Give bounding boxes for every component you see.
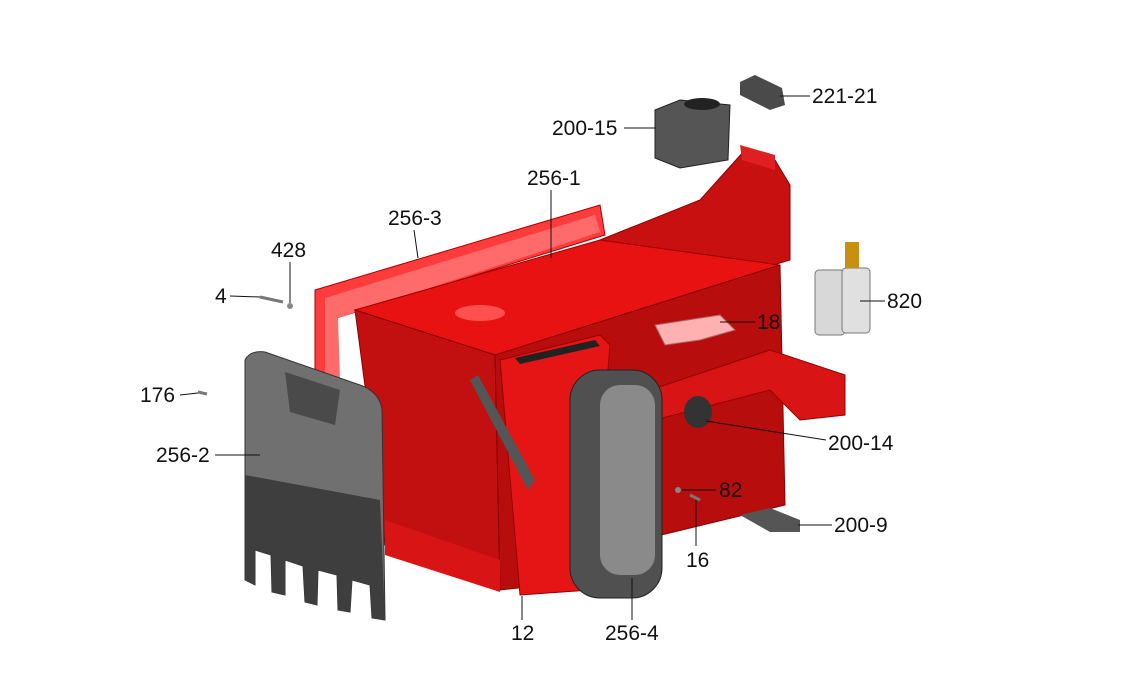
part-upper-bracket-plate [740, 145, 775, 170]
part-176-screw [197, 390, 208, 396]
label-428: 428 [271, 239, 307, 262]
label-256-3: 256-3 [388, 207, 442, 230]
label-82: 82 [719, 479, 743, 502]
part-820-knob [845, 242, 859, 268]
box-cup [684, 98, 720, 110]
part-82-washer [675, 487, 681, 493]
part-428-washer [287, 303, 293, 309]
label-256-2: 256-2 [156, 444, 210, 467]
label-256-4: 256-4 [605, 622, 659, 645]
part-16-bolt [689, 493, 701, 502]
part-200-9-plate [740, 508, 800, 532]
label-200-14: 200-14 [828, 432, 894, 455]
label-18: 18 [757, 311, 781, 334]
cover-lower-dark [245, 475, 385, 620]
label-200-9: 200-9 [834, 514, 888, 537]
part-200-15-box [654, 99, 731, 169]
label-16: 16 [686, 549, 710, 572]
side-cover-inner [600, 385, 655, 575]
part-256-3-panel-face [325, 215, 600, 380]
part-handle-strip [470, 375, 535, 490]
label-820: 820 [887, 290, 923, 313]
label-4: 4 [215, 285, 227, 308]
part-4-bolt [259, 295, 284, 304]
label-221-21: 221-21 [812, 85, 878, 108]
label-200-15: 200-15 [552, 117, 618, 140]
part-820-regulator-left [814, 269, 846, 336]
label-12: 12 [511, 622, 535, 645]
part-bottom-rail [385, 520, 500, 592]
part-18-bracket [654, 314, 736, 346]
top-hole [455, 305, 505, 321]
label-176: 176 [140, 384, 176, 407]
label-256-1: 256-1 [527, 167, 581, 190]
cover-handle-recess [285, 372, 340, 425]
part-200-14-bumper [684, 396, 712, 428]
part-221-21-cap [740, 75, 785, 110]
leader-lines [179, 95, 885, 620]
front-grille [515, 340, 600, 364]
